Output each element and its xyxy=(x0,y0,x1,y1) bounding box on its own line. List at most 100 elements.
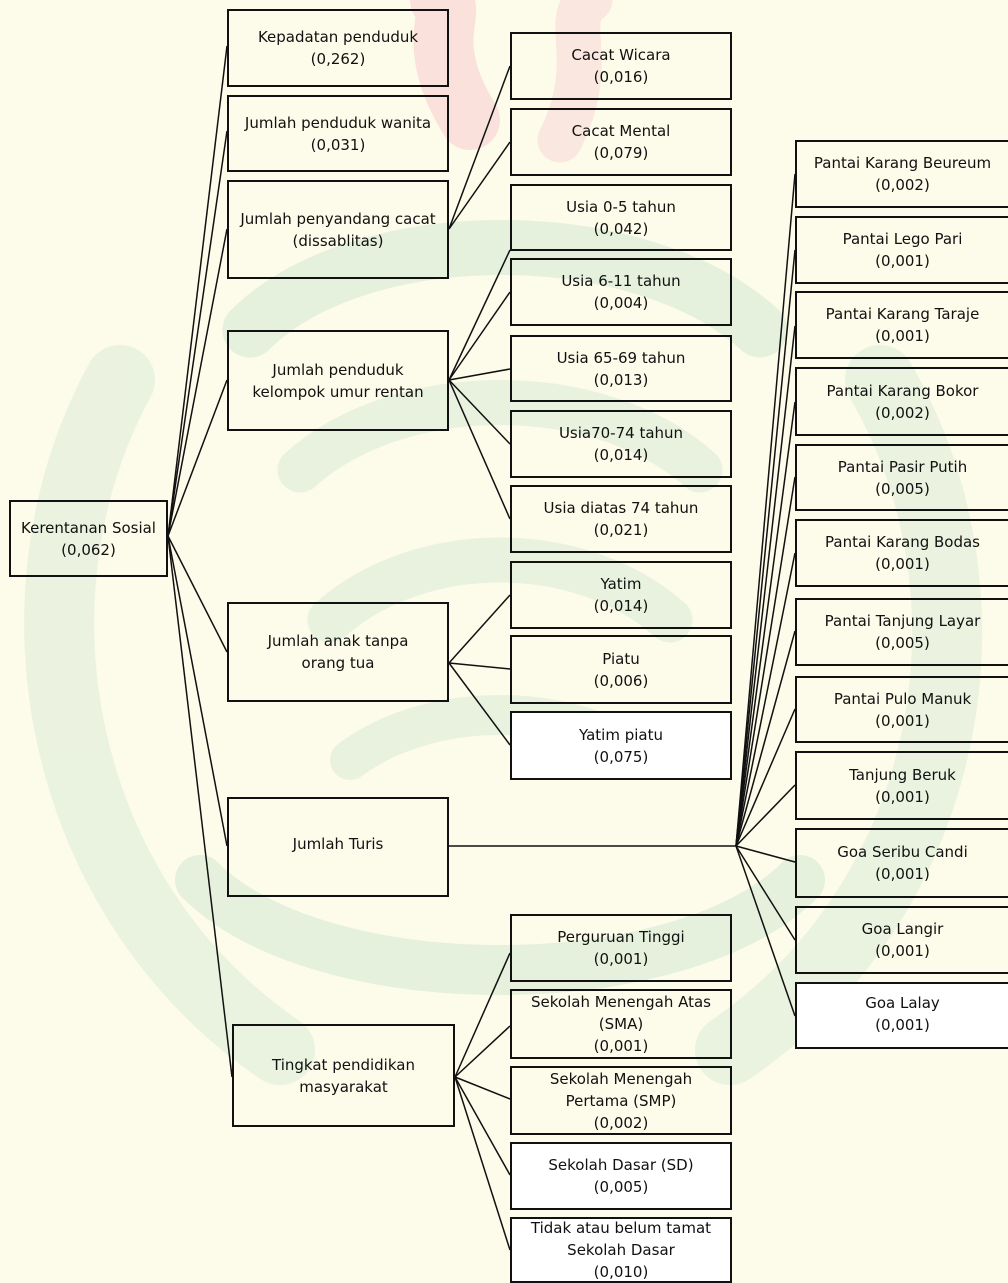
node-label: kelompok umur rentan xyxy=(252,382,424,401)
node-label: Cacat Mental xyxy=(571,122,671,140)
node-goa-lalay: Goa Lalay (0,001) xyxy=(795,982,1008,1049)
node-value: (0,005) xyxy=(593,1178,649,1196)
node-label: Usia 0-5 tahun xyxy=(566,197,676,216)
node-label: Yatim xyxy=(600,575,642,593)
node-jumlah-penyandang-cacat: Jumlah penyandang cacat (dissablitas) xyxy=(227,180,449,279)
node-label: Tingkat pendidikan xyxy=(272,1055,415,1074)
node-value: (0,042) xyxy=(593,219,649,238)
node-value: (0,002) xyxy=(593,1113,649,1132)
node-value: (0,005) xyxy=(875,634,930,652)
node-value: (0,001) xyxy=(875,252,930,270)
node-value: (0,010) xyxy=(593,1263,649,1281)
node-label: Tidak atau belum tamat xyxy=(530,1219,712,1237)
node-value: (0,001) xyxy=(875,1016,930,1034)
node-label: Pantai Lego Pari xyxy=(842,230,963,248)
node-value: (0,016) xyxy=(593,68,649,86)
node-label: (SMA) xyxy=(598,1015,644,1033)
node-label: Goa Lalay xyxy=(865,994,940,1012)
node-goa-seribu-candi: Goa Seribu Candi (0,001) xyxy=(795,828,1008,898)
node-label: Jumlah penduduk xyxy=(272,360,404,379)
node-value: (0,001) xyxy=(875,327,930,345)
node-label: Sekolah Dasar (SD) xyxy=(548,1156,694,1174)
node-label: (dissablitas) xyxy=(292,231,384,250)
node-label: Pantai Pasir Putih xyxy=(837,457,968,476)
node-label: masyarakat xyxy=(299,1077,388,1096)
root-node: Kerentanan Sosial (0,062) xyxy=(9,500,168,577)
node-goa-langir: Goa Langir (0,001) xyxy=(795,906,1008,974)
node-label: Kepadatan penduduk xyxy=(257,28,419,46)
node-pantai-karang-beureum: Pantai Karang Beureum (0,002) xyxy=(795,140,1008,208)
node-kelompok-umur-rentan: Jumlah penduduk kelompok umur rentan xyxy=(227,330,449,431)
node-value: (0,031) xyxy=(310,135,366,154)
node-label: orang tua xyxy=(301,654,375,672)
node-value: (0,001) xyxy=(875,865,930,883)
node-label: Sekolah Menengah Atas xyxy=(531,993,711,1011)
node-usia-diatas-74: Usia diatas 74 tahun (0,021) xyxy=(510,485,732,553)
node-value: (0,013) xyxy=(593,370,649,389)
node-label: Cacat Wicara xyxy=(571,46,671,64)
node-label: Piatu xyxy=(602,649,640,668)
node-pantai-karang-bodas: Pantai Karang Bodas (0,001) xyxy=(795,519,1008,587)
node-pantai-tanjung-layar: Pantai Tanjung Layar (0,005) xyxy=(795,598,1008,666)
node-label: Goa Langir xyxy=(861,920,944,938)
node-value: (0,005) xyxy=(875,479,930,498)
node-value: (0,075) xyxy=(593,747,649,766)
node-tidak-tamat-sd: Tidak atau belum tamat Sekolah Dasar (0,… xyxy=(510,1217,732,1283)
node-label: Pantai Karang Bokor xyxy=(826,381,979,400)
node-label: Sekolah Menengah xyxy=(549,1069,693,1088)
node-usia-70-74: Usia70-74 tahun (0,014) xyxy=(510,410,732,478)
node-label: Jumlah penyandang cacat xyxy=(240,209,436,228)
node-label: Pantai Karang Beureum xyxy=(813,154,992,172)
node-jumlah-penduduk-wanita: Jumlah penduduk wanita (0,031) xyxy=(227,95,449,172)
node-usia-65-69: Usia 65-69 tahun (0,013) xyxy=(510,335,732,402)
node-label: Pertama (SMP) xyxy=(565,1091,677,1110)
node-label: Jumlah Turis xyxy=(292,835,384,853)
node-value: (0,001) xyxy=(593,950,649,968)
node-value: (0,001) xyxy=(593,1037,649,1055)
node-value: (0,001) xyxy=(875,787,930,806)
node-tingkat-pendidikan: Tingkat pendidikan masyarakat xyxy=(232,1024,455,1127)
node-pantai-pulo-manuk: Pantai Pulo Manuk (0,001) xyxy=(795,676,1008,743)
node-label: Jumlah anak tanpa xyxy=(267,632,409,650)
node-sma: Sekolah Menengah Atas (SMA) (0,001) xyxy=(510,989,732,1059)
node-value: (0,079) xyxy=(593,144,649,162)
node-value: (0,014) xyxy=(593,597,649,615)
node-value: (0,001) xyxy=(875,942,930,960)
node-yatim-piatu: Yatim piatu (0,075) xyxy=(510,711,732,780)
node-value: (0,002) xyxy=(875,403,930,422)
node-value: (0,021) xyxy=(593,521,649,539)
node-smp: Sekolah Menengah Pertama (SMP) (0,002) xyxy=(510,1066,732,1135)
node-value: (0,001) xyxy=(875,711,930,730)
node-label: Usia70-74 tahun xyxy=(558,424,684,442)
node-label: Pantai Karang Taraje xyxy=(825,305,980,323)
node-pantai-pasir-putih: Pantai Pasir Putih (0,005) xyxy=(795,444,1008,511)
node-jumlah-turis: Jumlah Turis xyxy=(227,797,449,897)
node-label: Usia 65-69 tahun xyxy=(556,348,686,367)
node-cacat-wicara: Cacat Wicara (0,016) xyxy=(510,32,732,100)
node-label: Pantai Pulo Manuk xyxy=(833,689,972,708)
node-value: (0,006) xyxy=(593,671,649,690)
node-value: (0,001) xyxy=(875,555,930,573)
node-value: (0,002) xyxy=(875,176,930,194)
node-label: Perguruan Tinggi xyxy=(557,928,685,946)
node-label: Goa Seribu Candi xyxy=(837,843,968,861)
node-perguruan-tinggi: Perguruan Tinggi (0,001) xyxy=(510,914,732,982)
node-yatim: Yatim (0,014) xyxy=(510,561,732,629)
node-anak-tanpa-orang-tua: Jumlah anak tanpa orang tua xyxy=(227,602,449,702)
node-usia-0-5: Usia 0-5 tahun (0,042) xyxy=(510,184,732,251)
node-pantai-karang-taraje: Pantai Karang Taraje (0,001) xyxy=(795,291,1008,359)
node-value: (0,004) xyxy=(593,294,649,312)
node-usia-6-11: Usia 6-11 tahun (0,004) xyxy=(510,258,732,326)
node-cacat-mental: Cacat Mental (0,079) xyxy=(510,108,732,176)
root-label: Kerentanan Sosial xyxy=(21,518,156,537)
node-value: (0,262) xyxy=(310,50,366,68)
node-value: (0,014) xyxy=(593,446,649,464)
node-label: Yatim piatu xyxy=(579,725,663,744)
node-label: Jumlah penduduk wanita xyxy=(244,113,432,132)
node-label: Tanjung Beruk xyxy=(849,765,956,784)
node-tanjung-beruk: Tanjung Beruk (0,001) xyxy=(795,751,1008,820)
node-label: Usia diatas 74 tahun xyxy=(543,499,699,517)
node-sd: Sekolah Dasar (SD) (0,005) xyxy=(510,1142,732,1210)
